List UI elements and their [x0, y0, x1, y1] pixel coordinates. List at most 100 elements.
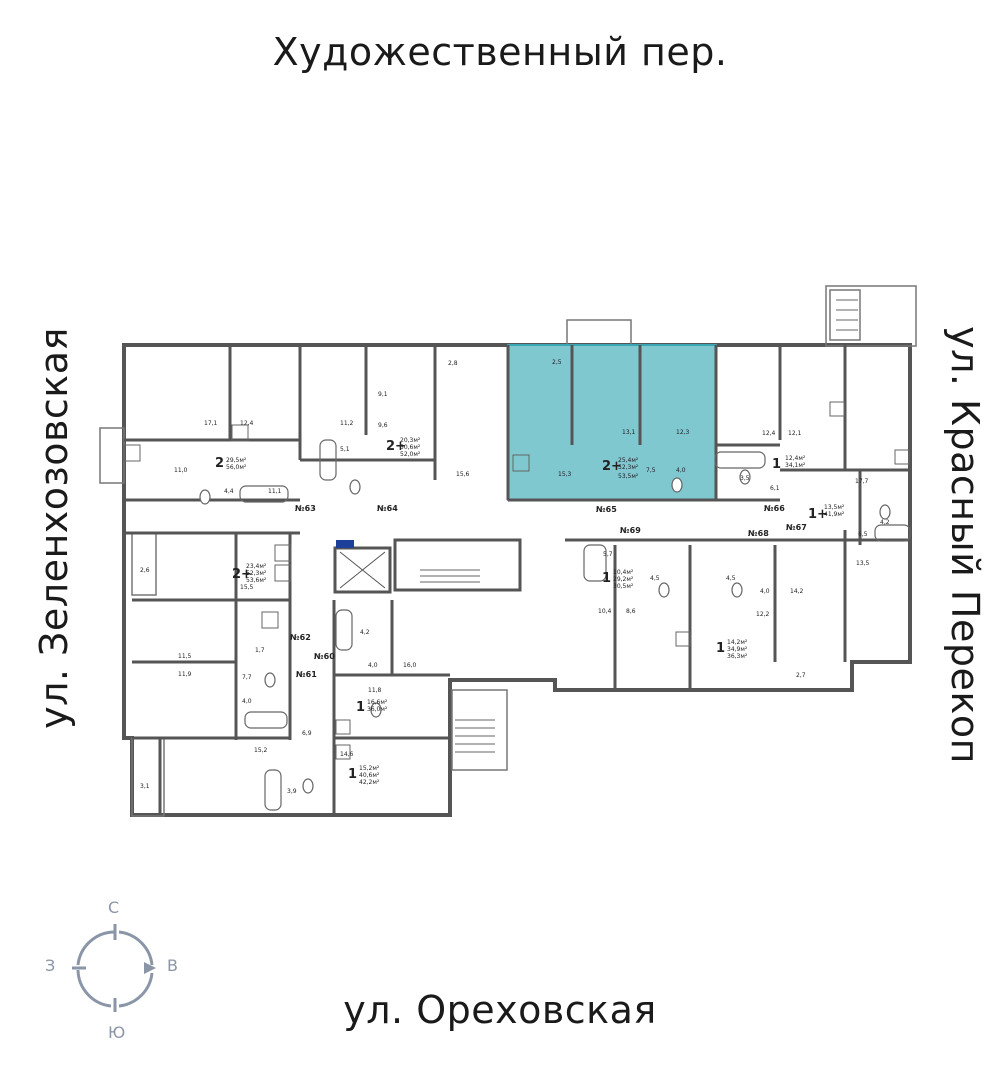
svg-text:12,4: 12,4 — [762, 430, 776, 437]
compass-north-label: С — [108, 898, 120, 917]
svg-text:53,6м²: 53,6м² — [246, 577, 267, 584]
svg-text:4,5: 4,5 — [650, 575, 660, 582]
svg-text:№64: №64 — [377, 504, 398, 513]
svg-text:34,9м²: 34,9м² — [727, 646, 748, 653]
svg-text:52,3м²: 52,3м² — [246, 570, 267, 577]
svg-text:12,2: 12,2 — [756, 611, 770, 618]
svg-text:11,5: 11,5 — [178, 653, 192, 660]
svg-text:1: 1 — [716, 641, 725, 656]
svg-text:2,7: 2,7 — [796, 672, 806, 679]
compass-east-label: В — [167, 956, 178, 975]
svg-text:11,1: 11,1 — [268, 488, 282, 495]
svg-text:5,1: 5,1 — [340, 446, 350, 453]
svg-text:№65: №65 — [596, 505, 617, 514]
svg-text:2+: 2+ — [602, 459, 622, 474]
svg-text:16,0: 16,0 — [403, 662, 417, 669]
svg-text:15,2: 15,2 — [254, 747, 268, 754]
svg-text:13,1: 13,1 — [622, 429, 636, 436]
svg-text:16,6м²: 16,6м² — [367, 699, 388, 706]
svg-text:36,0м²: 36,0м² — [367, 706, 388, 713]
compass-west-label: З — [45, 956, 56, 975]
stairwell — [333, 538, 522, 594]
street-label-top: Художественный пер. — [272, 30, 728, 74]
svg-text:4,0: 4,0 — [368, 662, 378, 669]
apartment-numbers: №63 №64 №66 №67 №62 №69 №68 №60 №61 — [290, 504, 807, 679]
svg-text:52,3м²: 52,3м² — [618, 464, 639, 471]
svg-text:1: 1 — [602, 571, 611, 586]
svg-text:№68: №68 — [748, 529, 769, 538]
svg-text:12,4м²: 12,4м² — [785, 455, 806, 462]
svg-text:23,4м²: 23,4м² — [246, 563, 267, 570]
stoves — [123, 401, 910, 760]
svg-text:2,5: 2,5 — [552, 359, 562, 366]
svg-text:14,2м²: 14,2м² — [727, 639, 748, 646]
svg-text:30,5м²: 30,5м² — [613, 583, 634, 590]
svg-text:10,4м²: 10,4м² — [613, 569, 634, 576]
highlighted-apartment-labels: 2,5 13,1 12,3 15,3 7,5 4,0 2+ 25,4м² 52,… — [552, 359, 690, 514]
interior-walls — [124, 345, 910, 815]
svg-text:№62: №62 — [290, 633, 311, 642]
svg-text:34,1м²: 34,1м² — [785, 462, 806, 469]
svg-text:41,9м²: 41,9м² — [824, 511, 845, 518]
svg-text:1,7: 1,7 — [255, 647, 265, 654]
svg-text:13,5м²: 13,5м² — [824, 504, 845, 511]
svg-text:3,1: 3,1 — [140, 783, 150, 790]
svg-text:9,1: 9,1 — [378, 391, 388, 398]
room-areas: 17,1 12,4 11,0 4,4 11,1 9,1 9,6 5,1 11,2… — [140, 360, 890, 795]
svg-text:11,8: 11,8 — [368, 687, 382, 694]
svg-text:№60: №60 — [314, 652, 335, 661]
apartment-labels: 2 29,5м² 56,0м² 2+ 20,3м² 50,6м² 52,0м² … — [215, 437, 845, 786]
svg-text:9,6: 9,6 — [378, 422, 388, 429]
svg-text:15,5: 15,5 — [240, 584, 254, 591]
svg-text:4,0: 4,0 — [676, 467, 686, 474]
stairs-steps — [420, 299, 858, 753]
svg-text:№67: №67 — [786, 523, 807, 532]
svg-text:1: 1 — [348, 767, 357, 782]
svg-text:12,3: 12,3 — [676, 429, 690, 436]
svg-text:11,9: 11,9 — [178, 671, 192, 678]
svg-text:13,5: 13,5 — [856, 560, 870, 567]
svg-text:56,0м²: 56,0м² — [226, 464, 247, 471]
svg-text:6,9: 6,9 — [302, 730, 312, 737]
street-label-left: ул. Зеленхозовская — [32, 327, 76, 729]
svg-text:6,1: 6,1 — [770, 485, 780, 492]
svg-text:6,5: 6,5 — [858, 531, 868, 538]
svg-text:4,2: 4,2 — [360, 629, 370, 636]
bathtubs — [239, 439, 911, 811]
svg-text:52,0м²: 52,0м² — [400, 451, 421, 458]
highlighted-apartment-shape[interactable] — [507, 344, 717, 501]
svg-text:1: 1 — [356, 700, 365, 715]
compass-south-label: Ю — [108, 1023, 126, 1042]
compass-rose — [72, 924, 156, 1012]
svg-text:12,1: 12,1 — [788, 430, 802, 437]
svg-text:№66: №66 — [764, 504, 785, 513]
svg-text:3,5: 3,5 — [740, 475, 750, 482]
svg-text:17,1: 17,1 — [204, 420, 218, 427]
svg-text:7,7: 7,7 — [242, 674, 252, 681]
svg-text:15,2м²: 15,2м² — [359, 765, 380, 772]
svg-text:29,5м²: 29,5м² — [226, 457, 247, 464]
svg-text:42,2м²: 42,2м² — [359, 779, 380, 786]
svg-text:29,2м²: 29,2м² — [613, 576, 634, 583]
svg-text:2+: 2+ — [232, 567, 252, 582]
svg-text:4,0: 4,0 — [760, 588, 770, 595]
svg-text:№69: №69 — [620, 526, 641, 535]
svg-text:2,8: 2,8 — [448, 360, 458, 367]
svg-text:1+: 1+ — [808, 507, 828, 522]
svg-text:11,2: 11,2 — [340, 420, 354, 427]
svg-text:40,6м²: 40,6м² — [359, 772, 380, 779]
svg-text:25,4м²: 25,4м² — [618, 457, 639, 464]
svg-text:14,6: 14,6 — [340, 751, 354, 758]
svg-text:№61: №61 — [296, 670, 317, 679]
svg-text:14,2: 14,2 — [790, 588, 804, 595]
svg-text:4,0: 4,0 — [242, 698, 252, 705]
svg-text:17,7: 17,7 — [855, 478, 869, 485]
svg-text:15,6: 15,6 — [456, 471, 470, 478]
svg-text:5,7: 5,7 — [603, 551, 613, 558]
svg-text:3,9: 3,9 — [287, 788, 297, 795]
svg-text:2: 2 — [215, 456, 224, 471]
svg-text:10,4: 10,4 — [598, 608, 612, 615]
svg-text:11,0: 11,0 — [174, 467, 188, 474]
svg-text:12,4: 12,4 — [240, 420, 254, 427]
